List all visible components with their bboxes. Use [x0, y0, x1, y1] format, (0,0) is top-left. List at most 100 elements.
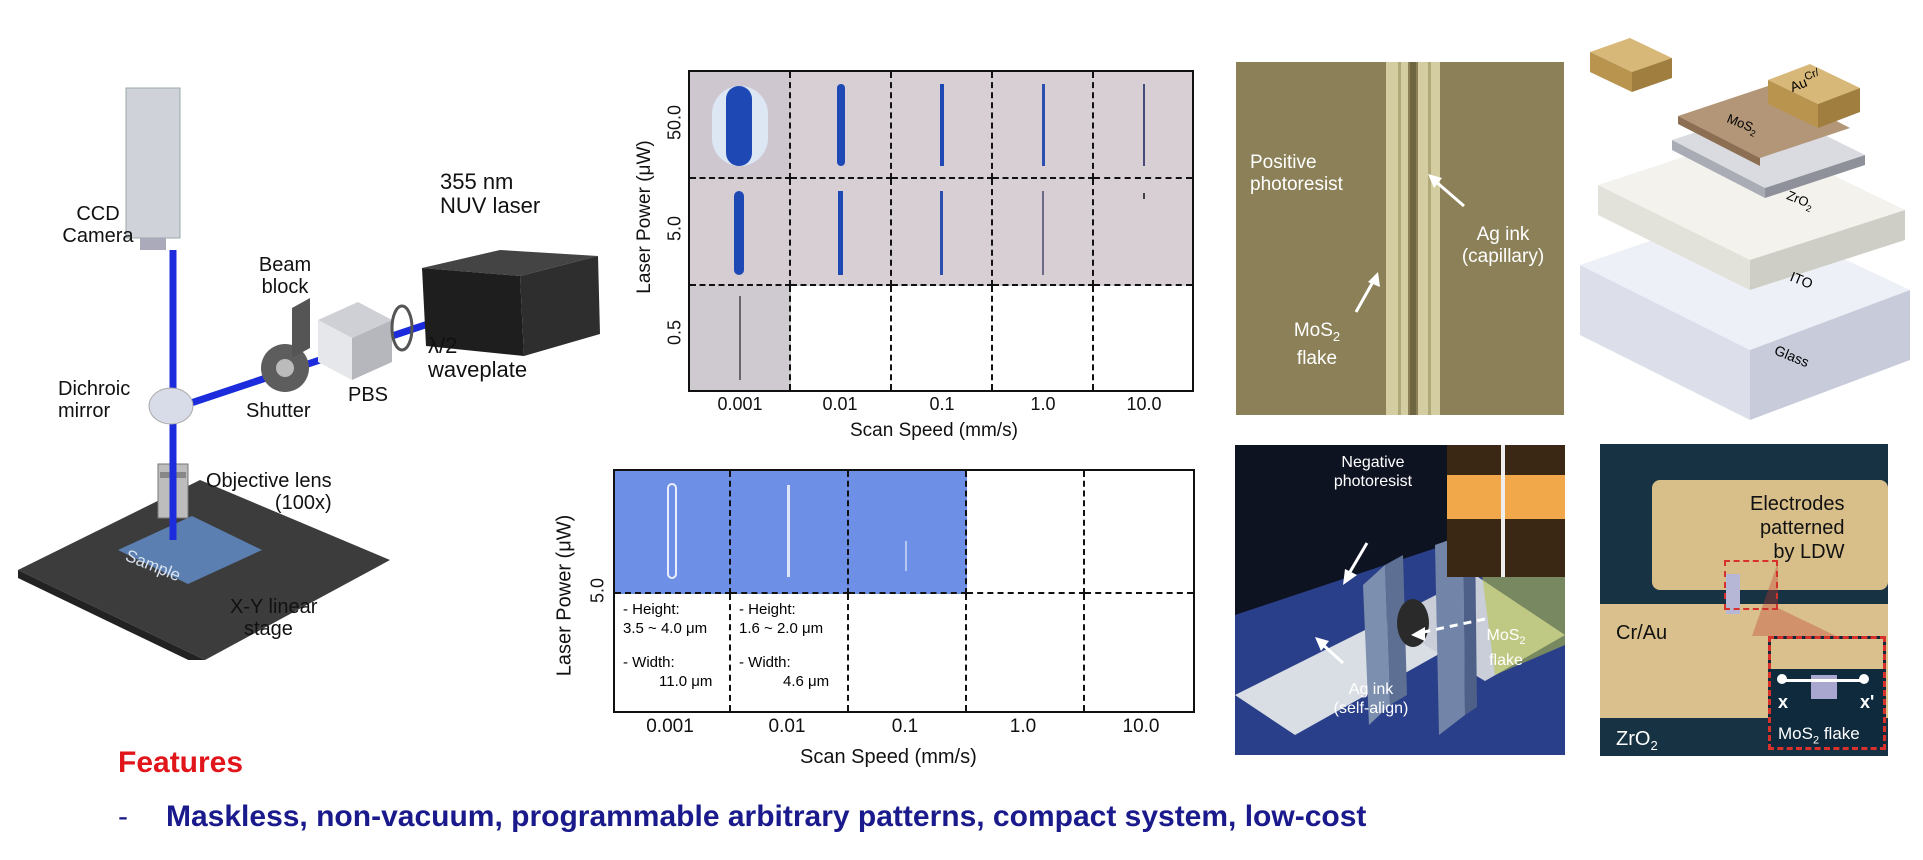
shutter-label: Shutter	[246, 400, 311, 422]
dichroic-label: Dichroic mirror	[58, 378, 130, 422]
device-zro2-text: ZrO	[1616, 728, 1651, 750]
layer-stack	[1580, 20, 1920, 440]
stage-line1: X-Y linear	[230, 596, 318, 618]
top-xtick-2: 0.01	[822, 394, 858, 414]
crau-label: Cr/Au	[1616, 622, 1668, 644]
stage-line2: stage	[244, 618, 293, 640]
electrodes-line1: Electrodes	[1750, 493, 1845, 515]
bottom-xtick-2: 0.01	[768, 716, 806, 737]
x-label: x	[1778, 692, 1789, 712]
device-micrograph	[1600, 444, 1888, 756]
top-cell-r1c3	[892, 72, 993, 179]
top-cell-r2c1	[690, 179, 791, 286]
top-ytick-05: 0.5	[664, 319, 685, 346]
mos2-top-text: MoS	[1293, 320, 1333, 341]
ag-ink-self-align-label: Ag ink (self-align)	[1316, 680, 1426, 718]
stage-label: X-Y linear stage	[230, 596, 317, 640]
top-ytick-5: 5.0	[664, 215, 685, 242]
laser-line1: 355 nm	[440, 169, 514, 194]
bottom-cell-r2c4	[967, 594, 1085, 711]
positive-line2: photoresist	[1250, 174, 1343, 195]
nuv-laser	[422, 250, 598, 276]
beam-block-line2: block	[261, 276, 309, 298]
features-title: Features	[118, 746, 244, 779]
bottom-cell-r2c2: - Height: 1.6 ~ 2.0 μm - Width: 4.6 μm	[731, 594, 849, 711]
top-xtick-4: 1.0	[1030, 394, 1056, 414]
dichroic-line2: mirror	[58, 400, 111, 422]
device-zro2-sub: 2	[1650, 738, 1658, 753]
note1-height-label: - Height:	[623, 601, 680, 618]
waveplate-line1: λ/2	[428, 333, 458, 358]
top-cell-r3c1	[690, 286, 791, 390]
bottom-cell-r1c5	[1085, 471, 1193, 594]
top-xtick-3: 0.1	[929, 394, 955, 414]
bottom-ytick-5: 5.0	[587, 577, 608, 604]
pbs-label: PBS	[348, 384, 389, 406]
negative-photoresist-label: Negative photoresist	[1318, 453, 1428, 491]
top-cell-r2c2	[791, 179, 892, 286]
negative-line1: Negative	[1341, 454, 1405, 471]
top-cell-r1c2	[791, 72, 892, 179]
positive-line1: Positive	[1250, 152, 1317, 173]
features-dash: -	[118, 800, 128, 833]
ccd-camera-label: CCD Camera	[58, 203, 138, 247]
ccd-line2: Camera	[62, 225, 134, 247]
laser-line2: NUV laser	[440, 193, 541, 218]
objective-line2: (100x)	[274, 492, 332, 514]
waveplate-label: λ/2 waveplate	[428, 334, 527, 382]
micrograph-top	[1236, 62, 1564, 415]
sample-slide	[118, 516, 262, 584]
top-cell-r3c4	[993, 286, 1094, 390]
top-cell-r2c4	[993, 179, 1094, 286]
bottom-cell-r1c1	[615, 471, 731, 594]
waveplate-line2: waveplate	[428, 357, 528, 382]
xprime-label: x'	[1860, 692, 1875, 712]
mos2-flake-top-label: MoS2 flake	[1282, 320, 1352, 370]
bottom-cell-r1c4	[967, 471, 1085, 594]
features-item: -Maskless, non-vacuum, programmable arbi…	[118, 800, 1366, 834]
dichroic-line1: Dichroic	[58, 378, 131, 400]
electrodes-line2: patterned	[1759, 517, 1845, 539]
top-cell-r1c5	[1094, 72, 1192, 179]
top-cell-r1c1	[690, 72, 791, 179]
bottom-cell-r1c3	[849, 471, 967, 594]
ccd-line1: CCD	[76, 203, 120, 225]
top-cell-r3c3	[892, 286, 993, 390]
bottom-xtick-1: 0.001	[646, 716, 694, 737]
note1-width-value: 11.0 μm	[659, 673, 713, 690]
top-cell-r2c5	[1094, 179, 1192, 286]
top-grid	[688, 70, 1194, 392]
top-cell-r1c4	[993, 72, 1094, 179]
mos2-bottom-text: MoS	[1486, 627, 1520, 644]
ag-ink-line2: (capillary)	[1461, 246, 1545, 267]
electrodes-label: Electrodes patterned by LDW	[1750, 492, 1845, 564]
top-ylabel: Laser Power (μW)	[634, 140, 655, 294]
ccd-camera	[125, 87, 181, 239]
device-mos2-sub: 2	[1812, 734, 1820, 747]
mos2-flake-bottom-label: MoS2 flake	[1474, 626, 1538, 670]
bottom-xtick-5: 10.0	[1122, 716, 1160, 737]
device-mos2-text: MoS	[1778, 724, 1813, 743]
note1-width-label: - Width:	[623, 654, 675, 671]
note2-width-label: - Width:	[739, 654, 791, 671]
mos2-top-sub: 2	[1332, 328, 1341, 344]
micrograph-bottom	[1235, 445, 1565, 755]
ag-ink-capillary-label: Ag ink (capillary)	[1448, 224, 1558, 268]
ag-ink-sa-line1: Ag ink	[1348, 681, 1394, 698]
top-cell-r2c3	[892, 179, 993, 286]
device-mos2-tail: flake	[1823, 724, 1860, 743]
bottom-grid: - Height: 3.5 ~ 4.0 μm - Width: 11.0 μm …	[613, 469, 1195, 713]
top-xtick-5: 10.0	[1126, 394, 1162, 414]
negative-line2: photoresist	[1333, 473, 1413, 490]
objective-label: Objective lens (100x)	[206, 470, 332, 514]
bottom-cell-r2c3	[849, 594, 967, 711]
note1-height-value: 3.5 ~ 4.0 μm	[623, 620, 708, 637]
device-zro2-label: ZrO2	[1616, 728, 1658, 753]
ag-ink-line1: Ag ink	[1476, 224, 1530, 245]
note2-height-label: - Height:	[739, 601, 796, 618]
note2-width-value: 4.6 μm	[783, 673, 830, 690]
objective-line1: Objective lens	[206, 470, 332, 492]
bottom-xtick-3: 0.1	[891, 716, 919, 737]
note2-height-value: 1.6 ~ 2.0 μm	[739, 620, 824, 637]
top-xlabel: Scan Speed (mm/s)	[850, 420, 1018, 441]
